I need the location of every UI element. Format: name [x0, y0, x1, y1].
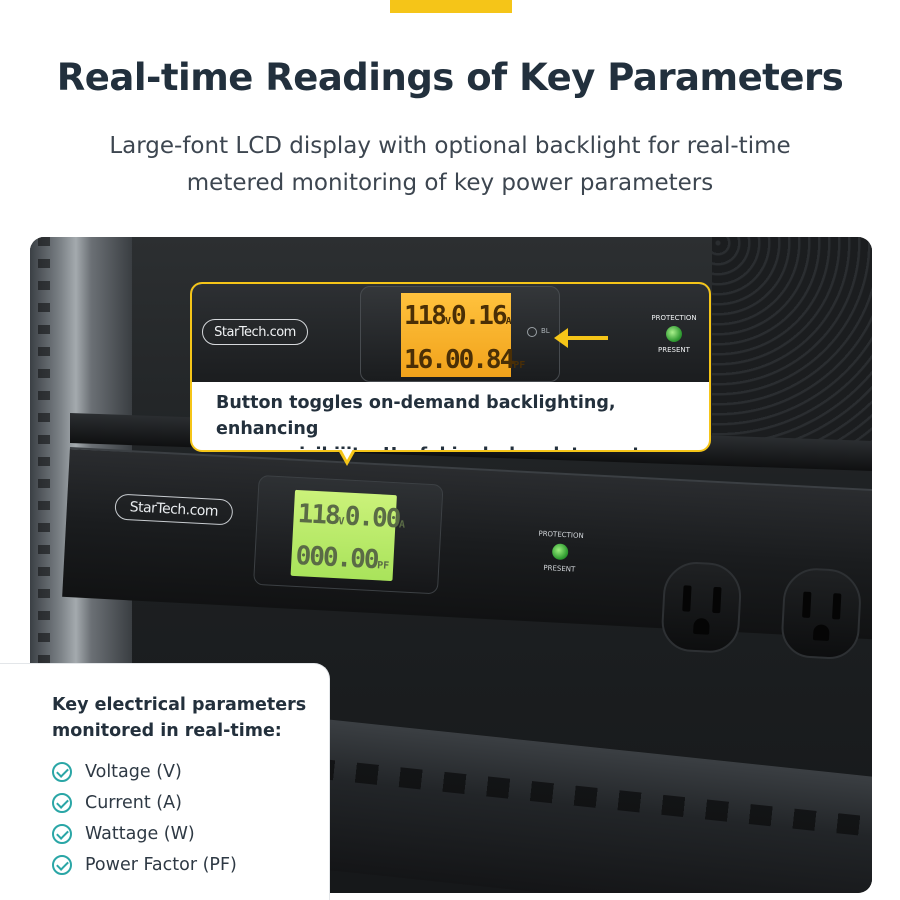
present-label: PRESENT — [543, 563, 576, 574]
arrow-shaft — [564, 336, 608, 340]
list-item: Power Factor (PF) — [52, 849, 237, 880]
parameters-card: Key electrical parameters monitored in r… — [0, 663, 330, 900]
callout-protection-label: PROTECTION — [651, 314, 697, 322]
brand-logo: StarTech.com — [114, 493, 234, 526]
check-circle-icon — [52, 761, 72, 782]
lcd-wattage-value: 00 — [294, 540, 324, 573]
callout-status-led-icon — [666, 326, 682, 342]
accent-bar — [390, 0, 512, 13]
arrow-left-icon — [554, 328, 568, 348]
subtitle-line-1: Large-font LCD display with optional bac… — [109, 133, 791, 159]
page-title: Real-time Readings of Key Parameters — [56, 56, 844, 99]
parameters-title: Key electrical parameters monitored in r… — [52, 692, 322, 744]
lcd-current-value: 0.00 — [343, 501, 401, 535]
outlet-icon — [780, 566, 863, 661]
callout-current-value: 0.16 — [451, 301, 508, 331]
callout-pf-unit: PF — [513, 360, 526, 371]
callout-caption-line-2: screen visibility. Useful in darker data… — [216, 442, 696, 450]
callout-protection-indicator: PROTECTION PRESENT — [644, 314, 704, 354]
lcd-pf-unit: PF — [376, 560, 390, 572]
protection-indicator: PROTECTION PRESENT — [529, 529, 591, 574]
lcd-pf-value: 0.00 — [322, 542, 379, 576]
backlight-button-icon — [527, 327, 537, 337]
lcd-current-unit: A — [398, 519, 406, 531]
lcd-voltage-value: 118 — [297, 499, 340, 532]
subtitle-line-2: metered monitoring of key power paramete… — [186, 170, 714, 196]
protection-label: PROTECTION — [538, 529, 584, 541]
list-item: Voltage (V) — [52, 756, 237, 787]
callout-current-unit: A — [505, 316, 512, 327]
check-circle-icon — [52, 823, 72, 844]
callout-pf-value: 0.84 — [458, 345, 516, 375]
backlight-button-label: BL — [541, 327, 550, 335]
check-circle-icon — [52, 792, 72, 813]
parameters-title-line-2: monitored in real-time: — [52, 721, 282, 741]
parameter-label: Wattage (W) — [85, 823, 195, 844]
parameter-label: Voltage (V) — [85, 761, 182, 782]
parameters-list: Voltage (V) Current (A) Wattage (W) Powe… — [52, 756, 237, 880]
callout-voltage-unit: V — [444, 316, 451, 327]
parameter-label: Current (A) — [85, 792, 182, 813]
callout-pointer-inner — [341, 449, 353, 460]
callout-present-label: PRESENT — [658, 346, 690, 354]
callout-voltage-value: 118 — [404, 301, 447, 331]
rack-mesh-panel — [712, 237, 872, 457]
page-subtitle: Large-font LCD display with optional bac… — [60, 128, 840, 202]
check-circle-icon — [52, 854, 72, 875]
parameter-label: Power Factor (PF) — [85, 854, 237, 875]
callout-brand-logo: StarTech.com — [202, 319, 308, 345]
outlet-icon — [660, 560, 743, 655]
callout-caption-line-1: Button toggles on-demand backlighting, e… — [216, 393, 616, 439]
callout-wattage-value: 16.0 — [404, 345, 461, 375]
status-led-icon — [551, 543, 569, 561]
list-item: Wattage (W) — [52, 818, 237, 849]
callout-caption: Button toggles on-demand backlighting, e… — [216, 390, 696, 450]
list-item: Current (A) — [52, 787, 237, 818]
parameters-title-line-1: Key electrical parameters — [52, 695, 307, 715]
